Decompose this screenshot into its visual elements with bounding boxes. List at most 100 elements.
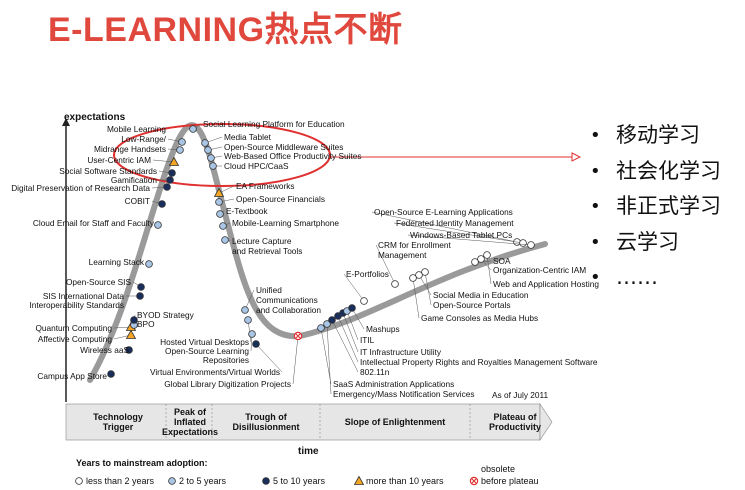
leader-line: [418, 274, 432, 296]
technology-item: Communications: [256, 295, 318, 305]
technology-item: Open-Source Learning: [165, 330, 256, 356]
technology-label: Lecture Capture: [232, 236, 292, 246]
phase-label: Trigger: [103, 422, 134, 432]
leader-line: [255, 343, 283, 373]
technology-label: Digital Preservation of Research Data: [11, 183, 150, 193]
x-axis-arrow: [539, 403, 553, 441]
leader-line: [412, 277, 420, 319]
legend-label: less than 2 years: [86, 476, 155, 486]
technology-marker: [360, 297, 368, 305]
technology-marker: [166, 176, 174, 184]
legend-label: 2 to 5 years: [179, 476, 227, 486]
leader-line: [375, 244, 396, 285]
technology-marker: [178, 138, 186, 146]
technology-label: BYOD Strategy: [137, 310, 195, 320]
technology-item: Open-Source Portals: [421, 268, 510, 310]
technology-label: Quantum Computing: [35, 323, 112, 333]
technology-label: CRM for Enrollment: [378, 240, 452, 250]
leader-line: [218, 185, 235, 194]
phase-label: Plateau of: [493, 412, 537, 422]
technology-item: Low-Range/: [121, 134, 186, 146]
technology-label: Media Tablet: [224, 132, 272, 142]
technology-marker: [348, 304, 356, 312]
leader-line: [346, 310, 359, 341]
technology-item: Mobile-Learning Smartphone: [219, 218, 339, 230]
legend-marker-icon: [353, 475, 365, 485]
technology-marker: [168, 156, 180, 166]
technology-item: Management: [378, 250, 427, 260]
technology-item: Open-Source SIS: [66, 277, 145, 291]
technology-item: Digital Preservation of Research Data: [11, 183, 171, 193]
hype-curve: [87, 122, 548, 383]
technology-marker: [163, 183, 171, 191]
bullet-list: •移动学习 •社会化学习 •非正式学习 •云学习 •……: [590, 118, 721, 296]
technology-label: ITIL: [360, 335, 375, 345]
technology-label: Organization-Centric IAM: [493, 265, 586, 275]
technology-label: COBIT: [125, 196, 150, 206]
technology-item: Game Consoles as Media Hubs: [409, 274, 538, 323]
technology-label: Open-Source Learning: [165, 346, 249, 356]
technology-marker: [168, 169, 176, 177]
technology-label: Open-Source SIS: [66, 277, 131, 287]
phase-label: Productivity: [489, 422, 541, 432]
leader-line: [331, 319, 359, 373]
technology-item: E-Portfolios: [343, 269, 389, 305]
legend-marker-icon: [262, 477, 270, 485]
bullet-item: •云学习: [590, 225, 721, 261]
technology-item: User-Centric IAM: [87, 155, 180, 166]
technology-marker: [136, 292, 144, 300]
technology-item: Gamification: [111, 175, 174, 185]
technology-label: and Retrieval Tools: [232, 246, 302, 256]
technology-item: Virtual Environments/Virtual Worlds: [150, 340, 283, 377]
technology-marker: [477, 255, 485, 263]
technology-item: and Collaboration: [256, 305, 321, 315]
technology-item: Hosted Virtual Desktops: [160, 316, 252, 347]
technology-label: Mashups: [366, 324, 400, 334]
phase-label: Slope of Enlightenment: [345, 417, 446, 427]
technology-label: IT Infrastructure Utility: [360, 347, 442, 357]
technology-label: Federated Identity Management: [396, 218, 514, 228]
technology-label: Social Software Standards: [59, 166, 157, 176]
technology-label: Affective Computing: [38, 334, 112, 344]
technology-item: Global Library Digitization Projects: [164, 331, 303, 389]
technology-label: 802.11n: [360, 367, 390, 377]
technology-item: SaaS Administration Applications: [317, 324, 454, 389]
technology-item: Mobile Learning: [107, 124, 166, 134]
phase-label: Technology: [93, 412, 143, 422]
bullet-dot-icon: •: [590, 160, 601, 182]
bullet-item: •……: [590, 260, 721, 296]
technology-label: Windows-Based Tablet PCs: [410, 230, 512, 240]
technology-label: Communications: [256, 295, 318, 305]
technology-item: Unified: [241, 285, 282, 314]
y-axis-label: expectations: [64, 112, 126, 123]
phase-label: Expectations: [162, 427, 218, 437]
bullet-item: •社会化学习: [590, 154, 721, 190]
technology-marker: [207, 154, 215, 162]
technology-label: E-Portfolios: [346, 269, 389, 279]
technology-label: Global Library Digitization Projects: [164, 379, 291, 389]
technology-item: Mashups: [348, 304, 400, 334]
technology-label: Open-Source Portals: [433, 300, 510, 310]
technology-marker: [107, 370, 115, 378]
technology-label: Campus App Store: [37, 371, 107, 381]
leader-line: [351, 307, 365, 330]
technology-marker: [471, 258, 479, 266]
technology-item: Midrange Handsets: [94, 144, 184, 154]
phase-label: Inflated: [174, 417, 206, 427]
phase-label: Trough of: [245, 412, 287, 422]
technology-item: Cloud Email for Staff and Faculty: [33, 218, 162, 229]
technology-label: BPO: [137, 319, 155, 329]
technology-marker: [145, 260, 153, 268]
legend-title: Years to mainstream adoption:: [76, 458, 208, 468]
slide-title: E-LEARNING热点不断: [48, 11, 403, 49]
technology-marker: [293, 331, 303, 341]
technology-marker: [409, 274, 417, 282]
technology-marker: [189, 125, 197, 133]
technology-label: E-Textbook: [226, 206, 268, 216]
technology-label: Unified: [256, 285, 282, 295]
technology-marker: [391, 280, 399, 288]
legend-label: 5 to 10 years: [273, 476, 326, 486]
technology-marker: [252, 340, 260, 348]
technology-item: Organization-Centric IAM: [477, 255, 586, 275]
technology-label: Open-Source Middleware Suites: [224, 142, 343, 152]
